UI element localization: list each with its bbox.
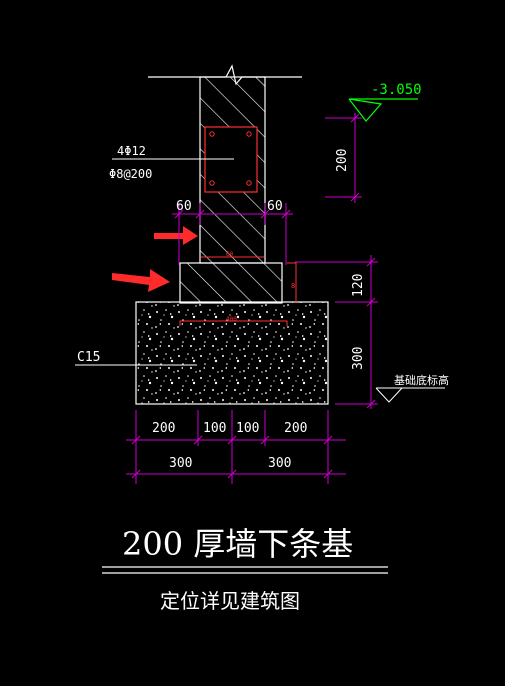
offset-right-label: 60 [267,199,283,214]
concrete-pad [135,301,329,405]
break-line-icon [148,64,302,86]
offset-left-label: 60 [176,199,192,214]
step-side-rebar [287,262,297,303]
bottom-dimensions [126,410,346,484]
rebar-dot [246,131,252,137]
bottom-dim-2: 100 [203,421,226,436]
drawing-title: 200 厚墙下条基 [122,525,353,563]
drawing-subtitle: 定位详见建筑图 [160,589,300,613]
total-dim-2: 300 [268,456,291,471]
upper-rebar-label: 60 [226,251,234,258]
height-upper-label: 200 [335,149,350,172]
height-pad-label: 300 [351,347,366,370]
step-rebar-label: 8 [291,282,295,290]
elevation-marker-icon [348,98,418,122]
stirrups-label: Φ8@200 [109,167,152,181]
bottom-dim-3: 100 [236,421,259,436]
red-arrow-icon [112,269,170,292]
bottom-dim-4: 200 [284,421,307,436]
top-elevation-label: -3.050 [371,82,422,98]
rebar-dot [209,131,215,137]
bottom-dim-1: 200 [152,421,175,436]
red-arrow-icon [154,226,198,245]
rebar-dot [246,180,252,186]
pad-rebar [179,320,288,326]
concrete-label: C15 [77,350,100,365]
main-bars-label: 4Φ12 [117,144,146,158]
base-level-marker-icon [375,387,445,403]
vertical-dimensions [295,113,378,409]
base-level-label: 基础底标高 [394,373,449,387]
total-dim-1: 300 [169,456,192,471]
offset-dimensions [172,203,293,265]
height-step-label: 120 [351,274,366,297]
rebar-dot [209,180,215,186]
foundation-step [179,262,283,304]
lower-rebar-label: 400 [226,316,237,323]
